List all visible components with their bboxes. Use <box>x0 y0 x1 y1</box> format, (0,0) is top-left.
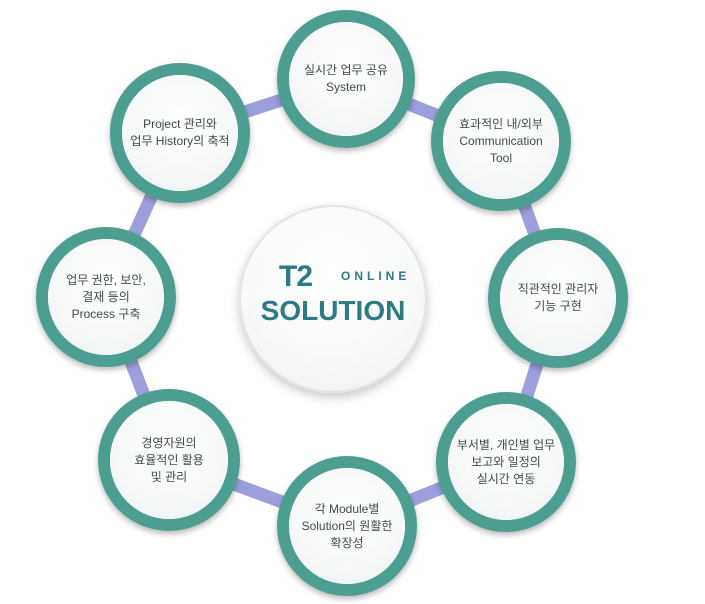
node-label-line: 및 관리 <box>150 469 188 484</box>
node-label-line: 실시간 연동 <box>476 471 536 486</box>
node-label-line: 직관적인 관리자 <box>517 282 599 296</box>
node-label-line: 확장성 <box>330 535 364 550</box>
node-label: 업무 권한, 보안, 결재 등의 Process 구축 <box>48 239 164 355</box>
node-label-line: 효율적인 활용 <box>134 452 204 467</box>
node-label-line: 각 Module별 <box>314 501 380 516</box>
node-label-line: Process 구축 <box>71 306 141 321</box>
node-label-line: Communication <box>459 133 543 148</box>
node-label-line: Tool <box>489 150 512 165</box>
node-label-line: 결재 등의 <box>82 289 130 304</box>
node-label-line: 기능 구현 <box>534 299 582 313</box>
node-process-build: 업무 권한, 보안, 결재 등의 Process 구축 <box>36 227 176 367</box>
node-label-line: Project 관리와 <box>143 117 217 131</box>
node-label-line: 업무 권한, 보안, <box>66 272 146 287</box>
logo-tag: ONLINE <box>341 269 411 283</box>
center-logo-circle: T2 ONLINE SOLUTION <box>239 205 427 393</box>
node-label-line: 실시간 업무 공유 <box>304 63 388 77</box>
node-label-line: 업무 History의 축적 <box>130 134 230 148</box>
node-label: 실시간 업무 공유 System <box>289 22 403 136</box>
logo-title: SOLUTION <box>260 295 406 326</box>
node-label-line: 부서별, 개인별 업무 <box>456 437 556 452</box>
node-realtime-sharing: 실시간 업무 공유 System <box>277 10 415 148</box>
node-label-line: 효과적인 내/외부 <box>459 116 543 131</box>
node-label-line: 경영자원의 <box>141 435 197 450</box>
node-label-line: System <box>325 80 366 94</box>
node-label-line: 보고와 일정의 <box>471 454 541 469</box>
node-label-line: Solution의 원활한 <box>301 518 393 533</box>
logo-brand: T2 <box>279 260 313 293</box>
